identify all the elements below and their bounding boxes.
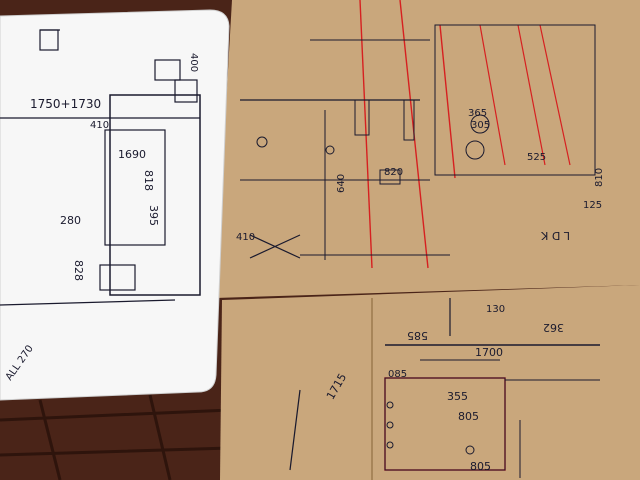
label-280: 280 <box>60 214 81 227</box>
label-525: 525 <box>527 152 546 163</box>
label-410: 410 <box>90 120 109 131</box>
label-395: 395 <box>147 205 160 226</box>
label-365: 365 <box>468 108 487 119</box>
label-085: 085 <box>388 369 407 380</box>
label-820: 820 <box>384 167 403 178</box>
label-828: 828 <box>72 260 85 281</box>
label-1700: 1700 <box>475 346 503 359</box>
label-355: 355 <box>447 390 468 403</box>
label-362: 362 <box>543 321 564 334</box>
label-125: 125 <box>583 200 602 211</box>
label-305: 305 <box>471 120 490 131</box>
cardboard-bottom: 1700 585 355 805 805 1715 130 362 085 <box>220 285 640 480</box>
wood-grain <box>0 394 231 480</box>
label-top-dim: 1750+1730 <box>30 97 101 111</box>
label-410: 410 <box>236 232 255 243</box>
label-ldk: L D K <box>540 229 570 242</box>
cardboard-top: 820 365 305 125 525 640 410 810 L D K <box>215 0 640 298</box>
whiteboard: 1750+1730 1690 818 395 280 828 410 400 A… <box>0 9 230 401</box>
label-640: 640 <box>336 174 347 193</box>
label-1690: 1690 <box>118 148 146 161</box>
label-585: 585 <box>407 329 428 342</box>
label-130: 130 <box>486 304 505 315</box>
label-805a: 805 <box>458 410 479 423</box>
label-400: 400 <box>188 53 199 72</box>
label-810: 810 <box>594 168 605 187</box>
label-818: 818 <box>142 170 155 191</box>
label-805b: 805 <box>470 460 491 473</box>
